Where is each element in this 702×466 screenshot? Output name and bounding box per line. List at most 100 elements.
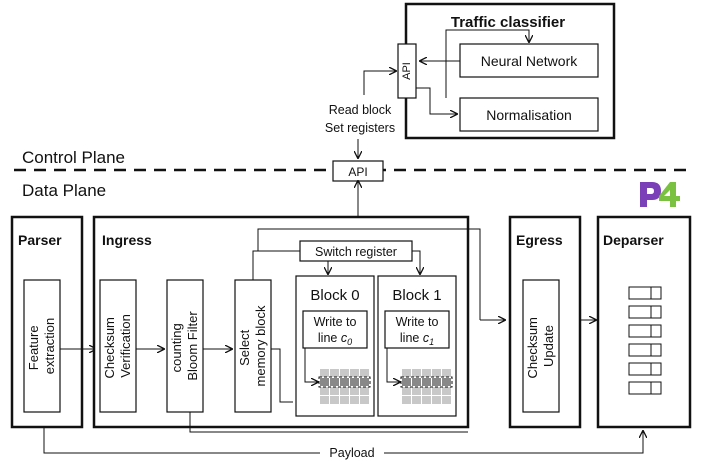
egress-checksum-line1: Checksum	[525, 317, 540, 378]
memory-cell	[432, 369, 441, 377]
block-1-memory-grid	[400, 369, 453, 404]
block-0-sub-var: c	[341, 331, 348, 345]
parser-title: Parser	[18, 232, 62, 248]
memory-cell	[360, 369, 369, 377]
block-1-sub-var: c	[423, 331, 430, 345]
memory-cell	[360, 396, 369, 404]
checksum-line1: Checksum	[102, 317, 117, 378]
select-line1: Select	[237, 329, 252, 366]
memory-cell	[360, 387, 369, 395]
memory-cell	[330, 378, 339, 386]
header-slot	[628, 362, 652, 376]
checksum-verification-box	[99, 279, 137, 413]
memory-cell	[412, 378, 421, 386]
memory-cell	[330, 369, 339, 377]
header-slot-tab	[650, 286, 662, 300]
block-0-title: Block 0	[310, 287, 359, 304]
control-plane-label: Control Plane	[22, 148, 125, 167]
memory-cell	[412, 396, 421, 404]
header-slot-tab	[650, 324, 662, 338]
feature-extraction-box	[23, 279, 61, 413]
memory-cell	[432, 387, 441, 395]
memory-cell	[402, 387, 411, 395]
feature-line1: Feature	[26, 325, 41, 370]
bloom-filter-box	[166, 279, 204, 413]
classifier-api-box	[397, 43, 417, 99]
memory-cell	[402, 369, 411, 377]
normalisation-box	[459, 97, 599, 132]
egress-title: Egress	[516, 232, 563, 248]
memory-cell	[350, 378, 359, 386]
checksum-line2: Verification	[118, 314, 133, 378]
normalisation-label: Normalisation	[486, 107, 572, 123]
ingress-stage: Ingress Checksum Verification counting B…	[92, 215, 481, 433]
svg-text:line c1: line c1	[400, 331, 434, 347]
svg-text:Feature extraction: Feature extraction	[26, 318, 57, 374]
bloom-line2: Bloom Filter	[185, 311, 200, 381]
control-link: Read block Set registers	[325, 71, 396, 158]
header-slot	[628, 286, 652, 300]
egress-checksum-line2: Update	[541, 325, 556, 367]
memory-cell	[412, 387, 421, 395]
header-slot	[628, 305, 652, 319]
parser-stage: Parser Feature extraction	[10, 215, 84, 429]
neural-network-label: Neural Network	[481, 53, 578, 69]
block-1-write-line1: Write to	[396, 315, 439, 329]
memory-cell	[442, 387, 451, 395]
switch-register-label: Switch register	[315, 245, 397, 259]
memory-cell	[402, 396, 411, 404]
header-slot	[628, 343, 652, 357]
memory-cell	[422, 396, 431, 404]
p4-logo	[640, 182, 680, 207]
memory-cell	[350, 387, 359, 395]
select-line2: memory block	[253, 305, 268, 386]
classifier-api-label: API	[401, 62, 413, 80]
memory-cell	[442, 369, 451, 377]
memory-cell	[432, 396, 441, 404]
ingress-title: Ingress	[102, 232, 152, 248]
memory-cell	[442, 378, 451, 386]
header-slot-tab	[650, 362, 662, 376]
memory-cell	[412, 369, 421, 377]
traffic-classifier: Traffic classifier API Neural Network No…	[397, 2, 616, 140]
block-0-write-line1: Write to	[314, 315, 357, 329]
memory-cell	[320, 387, 329, 395]
memory-cell	[442, 396, 451, 404]
block-0-sub-idx: 0	[347, 337, 352, 347]
data-plane-api-label: API	[348, 165, 367, 179]
memory-cell	[340, 387, 349, 395]
checksum-update-box	[522, 279, 560, 413]
header-slot-tab	[650, 305, 662, 319]
memory-cell	[320, 378, 329, 386]
payload-path: Payload	[43, 427, 643, 460]
memory-cell	[340, 378, 349, 386]
svg-text:counting Bloom Filter: counting Bloom Filter	[169, 311, 200, 381]
memory-cell	[340, 369, 349, 377]
header-slot	[628, 381, 652, 395]
memory-cell	[402, 378, 411, 386]
read-block-label: Read block	[329, 103, 392, 117]
block-1-write-line2: line	[400, 331, 423, 345]
svg-text:Select memory block: Select memory block	[237, 305, 268, 386]
block-0-memory-grid	[318, 369, 371, 404]
memory-cell	[340, 396, 349, 404]
memory-cell	[422, 387, 431, 395]
set-registers-label: Set registers	[325, 121, 395, 135]
block-0-write-box	[302, 310, 368, 349]
memory-cell	[320, 369, 329, 377]
memory-cell	[432, 378, 441, 386]
header-stack-icon	[628, 286, 662, 395]
neural-network-box	[459, 43, 599, 78]
select-memory-block-box	[234, 279, 272, 413]
selected-line-highlight	[318, 376, 371, 388]
svg-text:Checksum Verification: Checksum Verification	[102, 313, 133, 378]
egress-stage: Egress Checksum Update	[508, 215, 582, 429]
memory-cell	[330, 387, 339, 395]
data-plane-label: Data Plane	[22, 181, 106, 200]
memory-cell	[330, 396, 339, 404]
header-slot-tab	[650, 381, 662, 395]
memory-cell	[350, 369, 359, 377]
bloom-line1: counting	[169, 323, 184, 372]
selected-line-highlight	[400, 376, 453, 388]
